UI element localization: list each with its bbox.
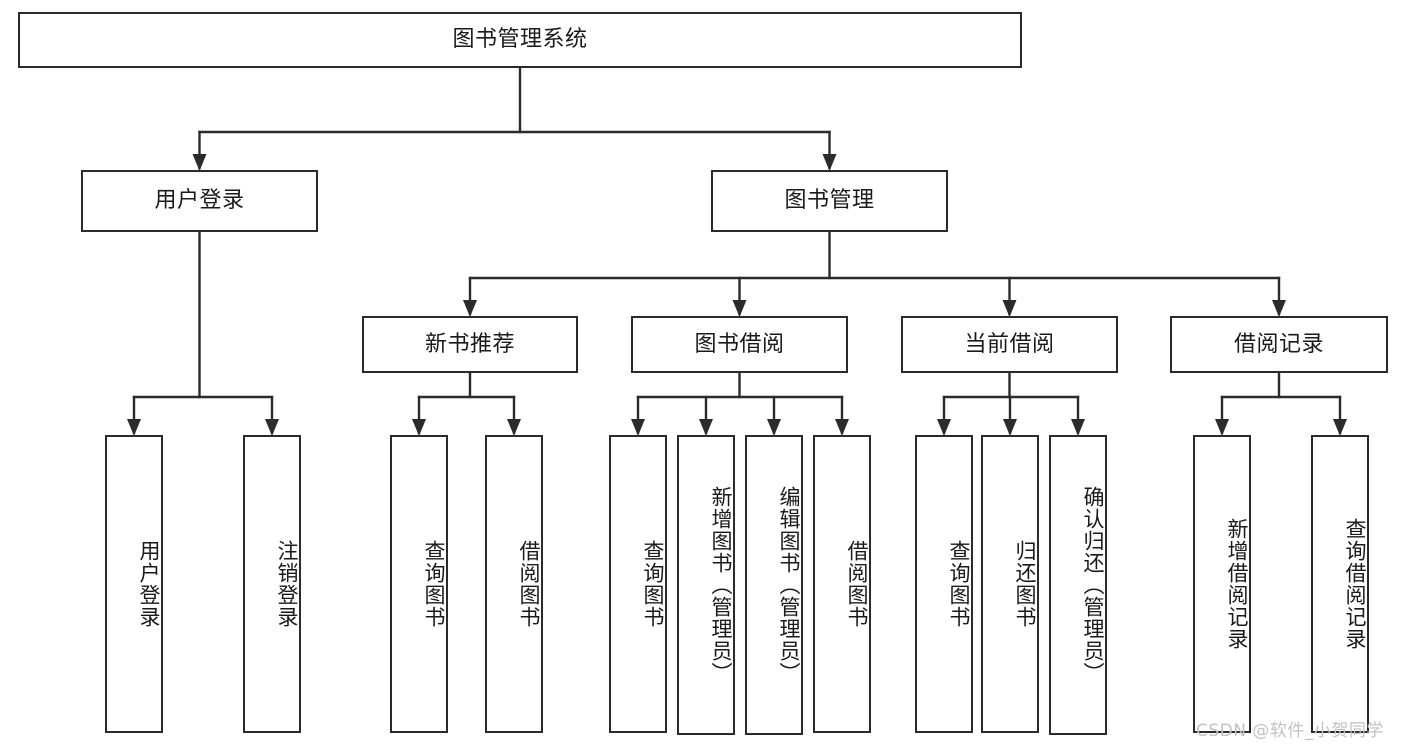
node-leaf-query-book-3[interactable]: 查询图书 xyxy=(915,435,973,733)
node-leaf-query-record[interactable]: 查询借阅记录 xyxy=(1311,435,1369,733)
node-leaf-query-book-1[interactable]: 查询图书 xyxy=(390,435,448,733)
node-label: 借阅图书 xyxy=(845,540,869,628)
node-label: 查询图书 xyxy=(947,540,971,628)
node-label: 图书管理系统 xyxy=(452,27,588,53)
node-leaf-borrow-book-1[interactable]: 借阅图书 xyxy=(485,435,543,733)
node-label: 新增图书（管理员） xyxy=(709,486,733,684)
node-label: 查询图书 xyxy=(422,540,446,628)
node-label: 查询图书 xyxy=(641,540,665,628)
node-label: 注销登录 xyxy=(275,540,299,628)
node-label: 借阅图书 xyxy=(517,540,541,628)
node-leaf-user-login[interactable]: 用户登录 xyxy=(105,435,163,733)
node-label: 编辑图书（管理员） xyxy=(777,486,801,684)
node-leaf-return-book[interactable]: 归还图书 xyxy=(981,435,1039,733)
node-leaf-query-book-2[interactable]: 查询图书 xyxy=(609,435,667,733)
node-label: 新书推荐 xyxy=(424,331,515,357)
node-label: 新增借阅记录 xyxy=(1225,518,1249,650)
node-book-manage[interactable]: 图书管理 xyxy=(711,170,948,232)
node-leaf-add-book[interactable]: 新增图书（管理员） xyxy=(677,435,735,735)
watermark: CSDN @软件_小贺同学 xyxy=(1196,721,1384,741)
node-book-borrow[interactable]: 图书借阅 xyxy=(631,316,848,373)
node-leaf-confirm-return[interactable]: 确认归还（管理员） xyxy=(1049,435,1107,735)
node-borrow-record[interactable]: 借阅记录 xyxy=(1170,316,1388,373)
node-label: 图书管理 xyxy=(784,188,875,214)
node-leaf-borrow-book-2[interactable]: 借阅图书 xyxy=(813,435,871,733)
node-leaf-logout[interactable]: 注销登录 xyxy=(243,435,301,733)
node-label: 用户登录 xyxy=(154,188,245,214)
node-label: 用户登录 xyxy=(137,540,161,628)
node-label: 借阅记录 xyxy=(1233,331,1324,357)
node-label: 图书借阅 xyxy=(694,331,785,357)
node-leaf-add-record[interactable]: 新增借阅记录 xyxy=(1193,435,1251,733)
node-leaf-edit-book[interactable]: 编辑图书（管理员） xyxy=(745,435,803,735)
node-root[interactable]: 图书管理系统 xyxy=(18,12,1022,68)
node-label: 当前借阅 xyxy=(964,331,1055,357)
node-label: 确认归还（管理员） xyxy=(1081,486,1105,684)
node-user-login[interactable]: 用户登录 xyxy=(81,170,318,232)
node-new-book-rec[interactable]: 新书推荐 xyxy=(362,316,578,373)
node-label: 归还图书 xyxy=(1013,540,1037,628)
node-label: 查询借阅记录 xyxy=(1343,518,1367,650)
node-current-borrow[interactable]: 当前借阅 xyxy=(901,316,1118,373)
